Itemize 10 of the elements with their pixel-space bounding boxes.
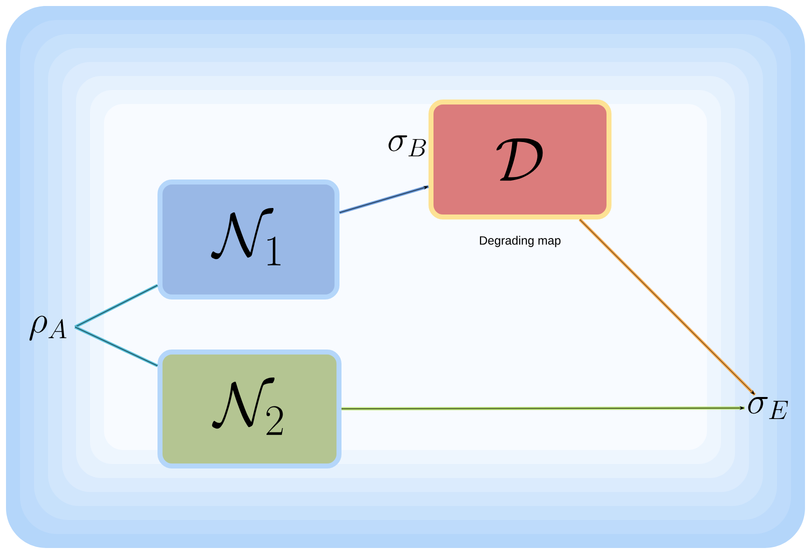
process-box: $\mathcal{N}_2$	[158, 350, 342, 468]
arrow	[341, 406, 745, 410]
math-symbol: $\sigma_E$	[748, 396, 788, 420]
process-box: $\mathcal{D}$	[428, 100, 612, 220]
arrow	[339, 184, 429, 214]
process-box: $\mathcal{N}_1$	[158, 180, 340, 300]
math-symbol: $\rho_A$	[29, 316, 66, 341]
arrow	[578, 218, 756, 396]
edge-label: $\sigma_B$	[388, 135, 426, 156]
node-label: Degrading map	[480, 236, 560, 248]
